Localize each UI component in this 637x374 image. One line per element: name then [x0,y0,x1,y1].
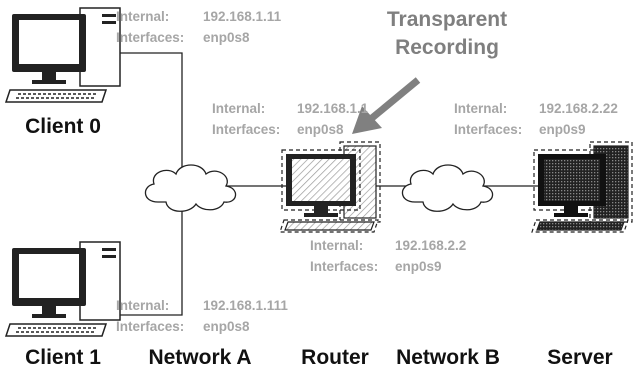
client-1-computer-icon [4,241,121,337]
callout-line-2: Recording [395,36,499,59]
client-1-name: Client 1 [25,346,101,369]
network-b-cloud [401,164,494,212]
interface-name: enp0s9 [395,259,442,274]
router-computer-icon [279,141,381,233]
interfaces-label: Interfaces: [116,30,185,45]
router-name: Router [301,346,369,369]
interfaces-label: Interfaces: [454,122,523,137]
internal-ip: 192.168.1.111 [203,298,288,313]
network-b-name: Network B [396,346,500,369]
internal-label: Internal: [116,9,170,24]
internal-ip: 192.168.2.2 [395,238,467,253]
interfaces-label: Interfaces: [310,259,379,274]
transparent-recording-callout: Transparent Recording [372,6,522,62]
interfaces-label: Interfaces: [116,319,185,334]
connection-lines [112,52,538,316]
interface-name: enp0s8 [297,122,344,137]
internal-label: Internal: [454,101,508,116]
client-0-name: Client 0 [25,115,101,138]
internal-label: Internal: [310,238,364,253]
interface-name: enp0s9 [539,122,586,137]
client-0-computer-icon [4,7,121,103]
internal-ip: 192.168.1.1 [297,101,369,116]
callout-arrow-icon [352,77,421,134]
internal-label: Internal: [116,298,170,313]
callout-line-1: Transparent [386,8,508,31]
internal-ip: 192.168.2.22 [539,101,618,116]
network-a-cloud [144,164,237,212]
network-a-name: Network A [148,346,252,369]
interfaces-label: Interfaces: [212,122,281,137]
interface-name: enp0s8 [203,319,250,334]
server-computer-icon [531,141,633,233]
server-name: Server [547,346,613,369]
internal-ip: 192.168.1.11 [203,9,282,24]
internal-label: Internal: [212,101,266,116]
interface-name: enp0s8 [203,30,250,45]
